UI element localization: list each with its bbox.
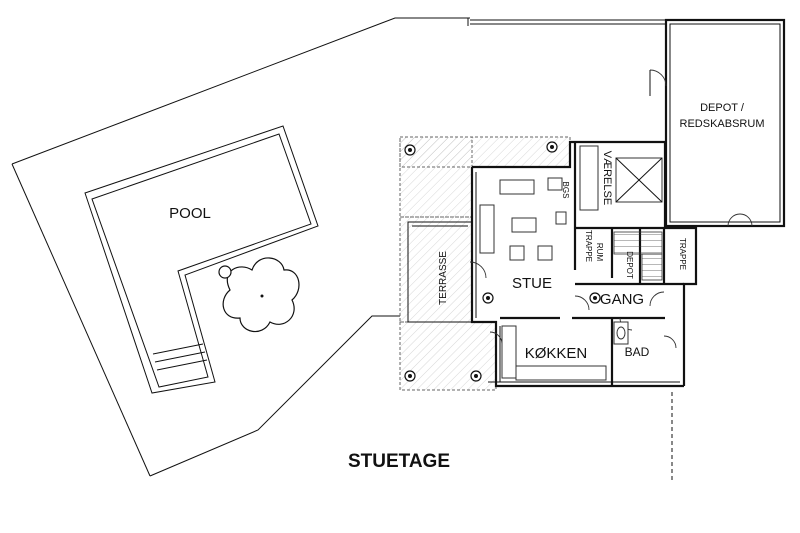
gang-label: GANG	[600, 291, 644, 308]
koekken-label: KØKKEN	[525, 345, 588, 362]
depot-small-label: DEPOT	[625, 251, 634, 279]
trapperum-label-1: TRAPPE	[584, 230, 593, 262]
stue-label: STUE	[512, 275, 552, 292]
living-furniture	[479, 177, 567, 261]
terrace-hatched	[399, 136, 571, 391]
bedroom-furniture	[579, 145, 663, 211]
pool-label: POOL	[169, 205, 211, 222]
tree-icon	[218, 257, 300, 333]
vaerelse-label: VÆRELSE	[601, 151, 613, 205]
pool-steps	[152, 343, 208, 371]
redskabsrum-label: REDSKABSRUM	[680, 118, 765, 130]
pool-area: POOL	[84, 125, 319, 394]
depot-label: DEPOT /	[700, 102, 745, 114]
kitchen-furniture	[501, 321, 629, 381]
stairs	[613, 231, 663, 281]
floor-title: STUETAGE	[348, 451, 450, 472]
trapperum-label-2: RUM	[595, 243, 604, 262]
property-boundary	[11, 17, 673, 480]
house-walls	[469, 140, 698, 388]
bad-label: BAD	[625, 345, 650, 359]
depot-building: DEPOT / REDSKABSRUM	[649, 18, 786, 228]
bryggers-label: BGS	[561, 182, 570, 199]
plant-icon	[404, 141, 601, 382]
trappe-label: TRAPPE	[678, 238, 687, 270]
terrasse-label: TERRASSE	[438, 251, 449, 305]
